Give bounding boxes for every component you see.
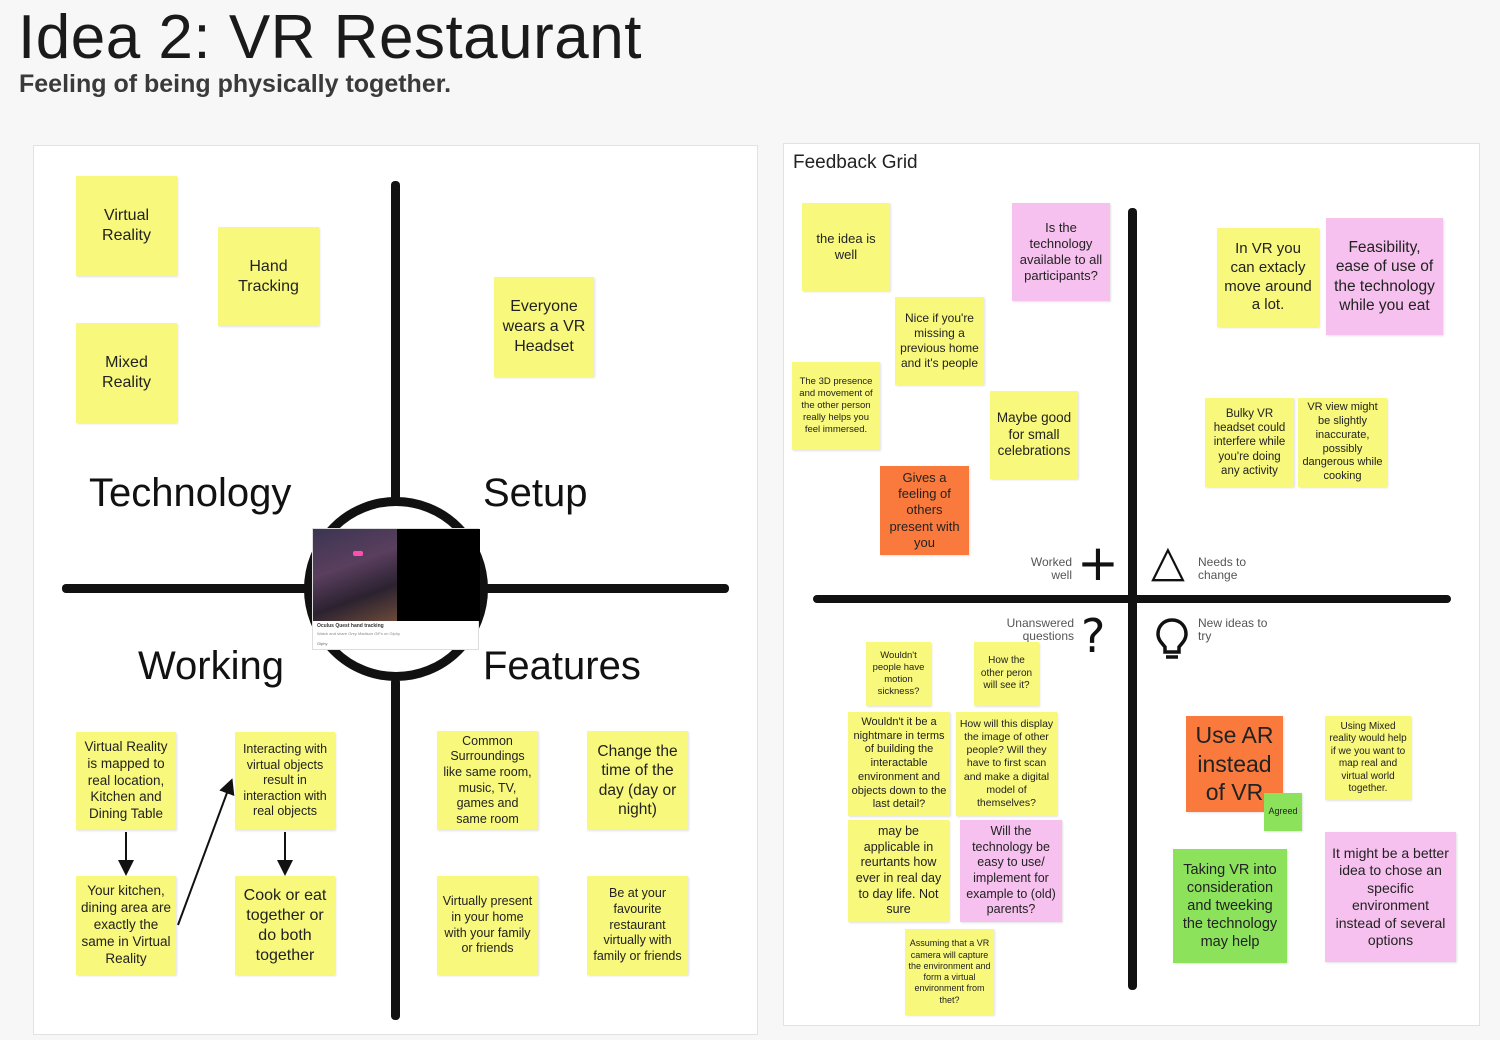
sticky-change-time[interactable]: Change the time of the day (day or night… bbox=[587, 731, 688, 830]
fb-sticky-easy-parents[interactable]: Will the technology be easy to use/ impl… bbox=[960, 820, 1062, 922]
fb-sticky-nice-missing[interactable]: Nice if you're missing a previous home a… bbox=[895, 297, 984, 385]
quadrant-technology: Technology bbox=[89, 471, 292, 515]
vertical-axis-bottom bbox=[391, 678, 400, 1020]
sticky-common-surroundings[interactable]: Common Surroundings like same room, musi… bbox=[437, 731, 538, 830]
lightbulb-icon bbox=[1156, 618, 1188, 659]
fb-sticky-feeling-others[interactable]: Gives a feeling of others present with y… bbox=[880, 466, 969, 555]
label-unanswered: Unanswered questions bbox=[1006, 616, 1074, 644]
horizontal-axis-right bbox=[484, 584, 729, 593]
video-subcaption: Watch and share Grey Madison GIFs on Gip… bbox=[317, 631, 400, 636]
sticky-everyone-headset[interactable]: Everyone wears a VR Headset bbox=[494, 277, 594, 377]
sticky-mixed-reality[interactable]: Mixed Reality bbox=[76, 323, 177, 423]
sticky-virtual-reality[interactable]: Virtual Reality bbox=[76, 176, 177, 276]
fb-sticky-3d-presence[interactable]: The 3D presence and movement of the othe… bbox=[792, 362, 880, 450]
fb-sticky-specific-environment[interactable]: It might be a better idea to chose an sp… bbox=[1325, 832, 1456, 962]
video-thumbnail bbox=[313, 529, 397, 621]
fb-sticky-nightmare[interactable]: Wouldn't it be a nightmare in terms of b… bbox=[848, 712, 950, 816]
label-needs-change: Needs to change bbox=[1198, 555, 1247, 583]
quadrant-working: Working bbox=[138, 644, 284, 688]
fb-sticky-tweeking[interactable]: Taking VR into consideration and tweekin… bbox=[1173, 849, 1287, 963]
video-source: Giphy bbox=[317, 641, 328, 646]
video-player-black bbox=[397, 529, 480, 621]
fb-sticky-mixed-reality-help[interactable]: Using Mixed reality would help if we you… bbox=[1325, 716, 1411, 800]
feedback-horizontal-axis bbox=[813, 595, 1451, 603]
fb-sticky-other-peron[interactable]: How the other peron will see it? bbox=[974, 642, 1039, 706]
sticky-kitchen-same[interactable]: Your kitchen, dining area are exactly th… bbox=[76, 876, 176, 975]
fb-sticky-feasibility[interactable]: Feasibility, ease of use of the technolo… bbox=[1326, 218, 1443, 335]
sticky-vr-mapped[interactable]: Virtual Reality is mapped to real locati… bbox=[76, 732, 176, 830]
page-title: Idea 2: VR Restaurant bbox=[18, 3, 642, 72]
hand-tracking-video-embed[interactable]: Oculus Quest hand tracking Watch and sha… bbox=[312, 528, 480, 650]
fb-sticky-camera-capture[interactable]: Assuming that a VR camera will capture t… bbox=[905, 929, 994, 1015]
label-worked-well: Worked well bbox=[1030, 555, 1072, 583]
fb-sticky-tech-available[interactable]: Is the technology available to all parti… bbox=[1012, 203, 1110, 301]
fb-sticky-view-inaccurate[interactable]: VR view might be slightly inaccurate, po… bbox=[1298, 398, 1387, 487]
sticky-cook-eat[interactable]: Cook or eat together or do both together bbox=[235, 876, 335, 975]
vertical-axis-top bbox=[391, 181, 400, 501]
quadrant-features: Features bbox=[483, 644, 641, 688]
fb-sticky-idea-well[interactable]: the idea is well bbox=[802, 203, 890, 291]
feedback-grid-title: Feedback Grid bbox=[793, 152, 918, 173]
sticky-interacting-objects[interactable]: Interacting with virtual objects result … bbox=[235, 732, 335, 830]
triangle-icon: △ bbox=[1151, 536, 1185, 587]
fb-sticky-move-around[interactable]: In VR you can extacly move around a lot. bbox=[1217, 228, 1319, 327]
horizontal-axis-left bbox=[62, 584, 308, 593]
quadrant-setup: Setup bbox=[483, 471, 588, 515]
fb-sticky-display-image[interactable]: How will this display the image of other… bbox=[956, 712, 1057, 816]
fb-sticky-bulky-headset[interactable]: Bulky VR headset could interfere while y… bbox=[1205, 398, 1294, 487]
sticky-virtually-present[interactable]: Virtually present in your home with your… bbox=[437, 876, 538, 975]
page-subtitle: Feeling of being physically together. bbox=[19, 70, 452, 98]
fb-sticky-small-celebrations[interactable]: Maybe good for small celebrations bbox=[990, 391, 1078, 479]
sticky-hand-tracking[interactable]: Hand Tracking bbox=[218, 227, 319, 326]
video-caption: Oculus Quest hand tracking bbox=[317, 623, 384, 629]
question-icon: ? bbox=[1081, 609, 1106, 663]
fb-sticky-motion-sickness[interactable]: Wouldn't people have motion sickness? bbox=[866, 642, 931, 706]
label-new-ideas: New ideas to try bbox=[1198, 616, 1268, 644]
sticky-favourite-restaurant[interactable]: Be at your favourite restaurant virtuall… bbox=[587, 876, 688, 975]
plus-icon: + bbox=[1077, 534, 1119, 592]
fb-sticky-restaurants[interactable]: may be applicable in reurtants how ever … bbox=[848, 820, 949, 922]
fb-sticky-agreed[interactable]: Agreed bbox=[1264, 793, 1302, 831]
